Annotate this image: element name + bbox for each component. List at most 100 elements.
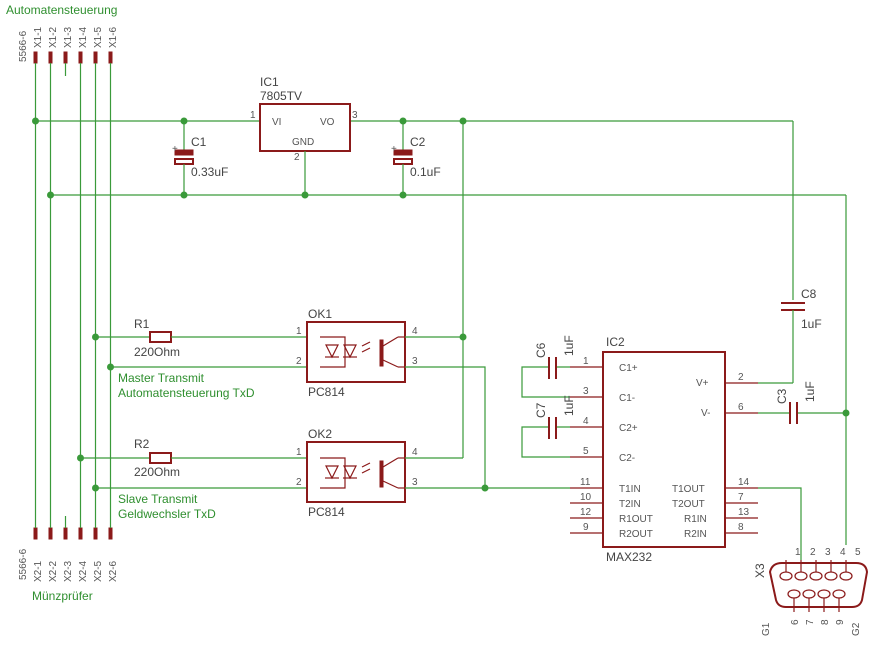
junction-dot	[399, 191, 407, 199]
ic2-pin-label: R2IN	[684, 529, 707, 540]
ic2-name: IC2	[606, 335, 625, 349]
junction-dot	[481, 484, 489, 492]
x3-pin-hole	[809, 571, 823, 581]
x3-pin-num: 8	[820, 619, 831, 625]
ic2-pin-label: R1IN	[684, 514, 707, 525]
junction-dot	[107, 363, 114, 371]
capacitor-c3: C3 1uF	[758, 381, 846, 424]
ic2-pin-label: T1OUT	[672, 484, 705, 495]
ic2-pin-label: T1IN	[619, 484, 641, 495]
x2-pin-marker	[78, 527, 83, 540]
ok1-diode	[343, 344, 357, 359]
net-label-slave-1: Slave Transmit	[118, 492, 198, 506]
x2-pin-marker	[48, 527, 53, 540]
x3-pin-hole	[832, 589, 846, 599]
ic2-pin-num: 13	[738, 507, 750, 518]
ic2-pin-label: R1OUT	[619, 514, 653, 525]
ic1-pin-vo: VO	[320, 117, 335, 128]
ic1-regulator: IC1 7805TV VI VO GND 1 3 2	[250, 75, 358, 195]
x2-type-label: 5566-6	[18, 548, 29, 580]
c1-plate	[174, 158, 194, 165]
c6-name: C6	[534, 342, 548, 358]
ok1-pin-num: 1	[296, 326, 302, 337]
c2-value: 0.1uF	[410, 165, 441, 179]
junctions	[32, 117, 850, 492]
c8-name: C8	[801, 287, 817, 301]
connector-x3: 1 2 3 4 5 6 7 8 9 X3 G1 G2	[753, 547, 869, 636]
x3-pin-hole	[839, 571, 853, 581]
ic2-body	[602, 351, 726, 548]
c1-polarity: +	[172, 144, 178, 155]
connector-x2: X2-1 X2-2 X2-3 X2-4 X2-5 X2-6	[33, 527, 119, 582]
x3-pin-num: 6	[790, 619, 801, 625]
x1-pin-marker	[33, 51, 38, 64]
x3-pin-num: 1	[795, 547, 801, 558]
x1-pin-label: X1-1	[33, 26, 44, 48]
capacitor-c2: + C2 0.1uF	[391, 121, 441, 195]
resistor-r2: R2 220Ohm	[80, 437, 307, 479]
x1-pin-marker	[93, 51, 98, 64]
optocoupler-ok2: OK2 PC814 1 2 3 4	[296, 427, 418, 519]
ic2-pin-label: T2IN	[619, 499, 641, 510]
ic2-pin-label: V+	[696, 378, 709, 389]
ic2-pin-num: 6	[738, 402, 744, 413]
ic2-pin-num: 14	[738, 477, 750, 488]
capacitor-c1: + C1 0.33uF	[172, 121, 228, 195]
c1-plate	[174, 149, 194, 156]
ic2-pin-num: 5	[583, 446, 589, 457]
x3-pin-num: 3	[825, 547, 831, 558]
capacitor-c7: C7 1uF	[521, 395, 576, 458]
ic1-pin-num: 3	[352, 110, 358, 121]
x1-pin-marker	[108, 51, 113, 64]
x1-pin-marker	[63, 51, 68, 64]
x3-pin-hole	[794, 571, 808, 581]
x3-ground-right: G2	[851, 622, 862, 636]
ic2-pin-num: 10	[580, 492, 592, 503]
x3-pin-hole	[779, 571, 793, 581]
ic2-pin-num: 4	[583, 416, 589, 427]
x3-pin-num: 4	[840, 547, 846, 558]
ok1-pin-num: 2	[296, 356, 302, 367]
ok1-body	[306, 321, 406, 383]
x2-pin-marker	[33, 527, 38, 540]
x1-type-label: 5566-6	[18, 30, 29, 62]
ic1-pin-vi: VI	[272, 117, 281, 128]
x1-pin-label: X1-5	[93, 26, 104, 48]
c6-value: 1uF	[562, 335, 576, 356]
ok1-value: PC814	[308, 385, 345, 399]
junction-dot	[47, 191, 54, 199]
x3-pin-hole	[824, 571, 838, 581]
r2-value: 220Ohm	[134, 465, 180, 479]
junction-dot	[32, 117, 39, 125]
ic2-pin-label: C1+	[619, 363, 638, 374]
net-label-master-2: Automatensteuerung TxD	[118, 386, 255, 400]
ok1-pin-num: 3	[412, 356, 418, 367]
junction-dot	[842, 409, 850, 417]
junction-dot	[92, 333, 99, 341]
x3-shell	[768, 562, 869, 608]
ic1-name: IC1	[260, 75, 279, 89]
c1-value: 0.33uF	[191, 165, 228, 179]
x1-pin-label: X1-3	[63, 26, 74, 48]
c2-plate	[393, 158, 413, 165]
x3-pin-hole	[802, 589, 816, 599]
junction-dot	[180, 191, 188, 199]
x1-pin-marker	[78, 51, 83, 64]
net-label-master-1: Master Transmit	[118, 371, 205, 385]
ic2-pin-label: R2OUT	[619, 529, 653, 540]
x3-pin-hole	[787, 589, 801, 599]
r1-value: 220Ohm	[134, 345, 180, 359]
wire-t1out-x3	[758, 487, 802, 560]
x3-ground-left: G1	[761, 622, 772, 636]
x2-pin-marker	[108, 527, 113, 540]
x1-pin-label: X1-4	[78, 26, 89, 48]
c2-name: C2	[410, 135, 426, 149]
ic2-pin-num: 3	[583, 386, 589, 397]
x3-pin-num: 7	[805, 619, 816, 625]
junction-dot	[459, 117, 467, 125]
net-label-slave-2: Geldwechsler TxD	[118, 507, 216, 521]
x2-pin-label: X2-4	[78, 560, 89, 582]
r1-body	[149, 331, 172, 343]
wire-ok1-pin3	[405, 366, 570, 489]
